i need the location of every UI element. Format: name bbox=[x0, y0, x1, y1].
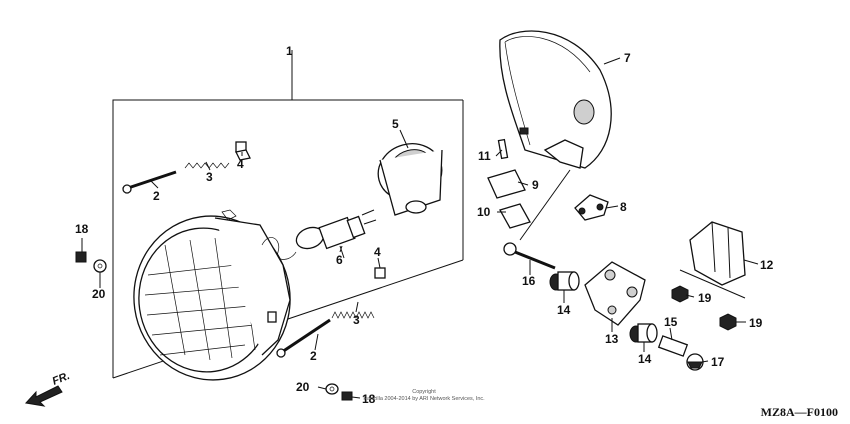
nut-upper bbox=[671, 285, 689, 303]
mounting-bracket bbox=[584, 261, 646, 326]
callout-18-bottom: 18 bbox=[362, 392, 376, 406]
nut-lower bbox=[719, 313, 737, 331]
callout-18-left: 18 bbox=[75, 222, 89, 236]
callout-3-lower: 3 bbox=[353, 313, 360, 327]
case-bracket bbox=[487, 138, 571, 241]
callout-16: 16 bbox=[522, 274, 536, 288]
callout-4-upper: 4 bbox=[237, 157, 244, 171]
callout-1: 1 bbox=[286, 44, 293, 58]
front-arrow-icon bbox=[25, 385, 63, 407]
lower-adjusting-screw bbox=[276, 267, 386, 358]
callout-10: 10 bbox=[477, 205, 491, 219]
headlight-case bbox=[499, 30, 612, 169]
copyright-watermark: Copyright Partzilla 2004-2014 by ARI Net… bbox=[363, 389, 485, 402]
callout-6: 6 bbox=[336, 253, 343, 267]
upper-adjusting-screw bbox=[122, 141, 251, 194]
headlight-lens bbox=[133, 209, 291, 381]
callout-9: 9 bbox=[532, 178, 539, 192]
callout-5: 5 bbox=[392, 117, 399, 131]
collar-upper bbox=[549, 271, 580, 291]
callout-2-upper: 2 bbox=[153, 189, 160, 203]
callout-7: 7 bbox=[624, 51, 631, 65]
callout-17: 17 bbox=[711, 355, 725, 369]
diagram-code: MZ8A—F0100 bbox=[761, 405, 838, 419]
callout-2-lower: 2 bbox=[310, 349, 317, 363]
washer-left bbox=[93, 259, 107, 273]
front-label: FR. bbox=[51, 370, 72, 388]
washer-bottom bbox=[325, 383, 339, 395]
leader-lines bbox=[81, 57, 759, 399]
callout-14-upper: 14 bbox=[557, 303, 571, 317]
long-bolt bbox=[503, 242, 556, 270]
callout-20-left: 20 bbox=[92, 287, 106, 301]
front-direction-indicator: FR. bbox=[25, 370, 72, 407]
callout-19-upper: 19 bbox=[698, 291, 712, 305]
collar-lower bbox=[629, 323, 658, 343]
callout-14-lower: 14 bbox=[638, 352, 652, 366]
callout-8: 8 bbox=[620, 200, 627, 214]
bolt-left bbox=[75, 251, 87, 263]
bolt-bottom bbox=[341, 391, 353, 401]
callout-20-bottom: 20 bbox=[296, 380, 310, 394]
callout-4-lower: 4 bbox=[374, 245, 381, 259]
callout-11: 11 bbox=[478, 149, 491, 163]
callout-13: 13 bbox=[605, 332, 619, 346]
mounting-stay bbox=[679, 221, 746, 299]
callout-12: 12 bbox=[760, 258, 774, 272]
stay-bracket bbox=[574, 194, 609, 221]
callouts: 1 2 3 4 5 6 2 3 4 7 11 9 10 8 18 20 16 1… bbox=[75, 44, 774, 406]
pin bbox=[657, 335, 689, 357]
dust-cover bbox=[377, 143, 443, 216]
copyright-line-2: Partzilla 2004-2014 by ARI Network Servi… bbox=[363, 396, 485, 402]
callout-19-lower: 19 bbox=[749, 316, 763, 330]
headlight-bulb bbox=[261, 209, 377, 260]
copyright-line-1: Copyright bbox=[412, 389, 436, 395]
cap-nut bbox=[686, 353, 704, 371]
callout-15: 15 bbox=[664, 315, 678, 329]
callout-3-upper: 3 bbox=[206, 170, 213, 184]
